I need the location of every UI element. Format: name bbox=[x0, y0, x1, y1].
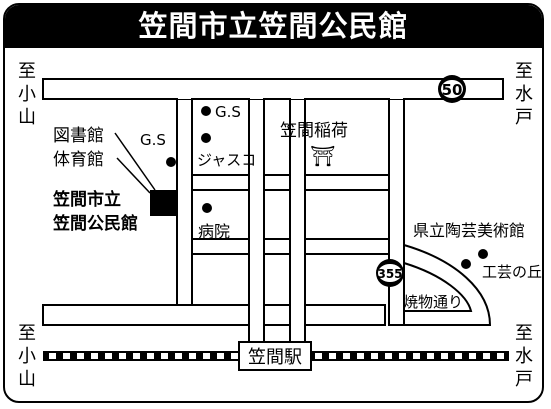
library-label: 図書館 bbox=[53, 126, 104, 146]
dir-bl-3: 山 bbox=[18, 369, 36, 390]
station-box bbox=[238, 341, 312, 371]
road-yakimono-inner bbox=[403, 261, 473, 312]
rail-tie bbox=[441, 353, 448, 359]
road-top bbox=[42, 78, 504, 100]
rail-tie bbox=[119, 353, 126, 359]
map-frame: 笠間市立笠間公民館 bbox=[3, 3, 544, 403]
street-label: 焼物通り bbox=[403, 293, 463, 311]
rail-tie bbox=[343, 353, 350, 359]
rail-tie bbox=[91, 353, 98, 359]
dir-tr-3: 戸 bbox=[515, 107, 533, 128]
rail-tie bbox=[231, 353, 238, 359]
rail-tie bbox=[161, 353, 168, 359]
dir-br-3: 戸 bbox=[515, 369, 533, 390]
road-vertical-4 bbox=[388, 98, 405, 326]
junction-fills bbox=[178, 80, 403, 324]
route-50-label: 50 bbox=[442, 81, 463, 99]
road-vertical-1 bbox=[176, 98, 193, 306]
rail-tie bbox=[105, 353, 112, 359]
dir-br-2: 水 bbox=[515, 346, 533, 367]
museum-label: 県立陶芸美術館 bbox=[413, 221, 525, 240]
rail-tie bbox=[483, 353, 490, 359]
rail-tie bbox=[189, 353, 196, 359]
rail-tie bbox=[399, 353, 406, 359]
route-50-shield: 50 bbox=[438, 75, 466, 103]
shrine-symbol: ⛩ bbox=[310, 144, 335, 168]
gs-left-dot bbox=[166, 157, 176, 167]
museum-dot bbox=[478, 249, 488, 259]
craft-hill-dot bbox=[461, 259, 471, 269]
gs-left-label: G.S bbox=[140, 131, 166, 149]
rail-tie bbox=[329, 353, 336, 359]
jasco-dot bbox=[201, 133, 211, 143]
rail-tie bbox=[77, 353, 84, 359]
map-title: 笠間市立笠間公民館 bbox=[5, 5, 542, 48]
rail-tie bbox=[385, 353, 392, 359]
hospital-dot bbox=[202, 203, 212, 213]
rail-tie bbox=[63, 353, 70, 359]
hospital-label: 病院 bbox=[198, 222, 230, 241]
rail-tie bbox=[413, 353, 420, 359]
library-leader-line bbox=[114, 132, 156, 191]
rail-tie bbox=[455, 353, 462, 359]
rail-tie bbox=[133, 353, 140, 359]
route-355-shield: 355 bbox=[376, 259, 404, 287]
route-355-label: 355 bbox=[377, 267, 402, 281]
road-middle-upper bbox=[176, 174, 391, 191]
gs-right-dot bbox=[201, 106, 211, 116]
rail-tie bbox=[315, 353, 322, 359]
shrine-label: 笠間稲荷 bbox=[280, 121, 348, 141]
rail-tie bbox=[357, 353, 364, 359]
road-bottom bbox=[42, 304, 386, 326]
rail-tie bbox=[175, 353, 182, 359]
dir-tr-1: 至 bbox=[515, 61, 533, 82]
dir-bl-2: 小 bbox=[18, 346, 36, 367]
kominkan-label-1: 笠間市立 bbox=[53, 189, 121, 210]
map-canvas: 笠間駅 50 355 至 小 山 至 水 戸 至 小 山 至 bbox=[18, 61, 542, 390]
craft-hill-label: 工芸の丘 bbox=[482, 263, 542, 281]
dir-tl-3: 山 bbox=[18, 107, 36, 128]
rail-tie bbox=[427, 353, 434, 359]
direction-top-right: 至 水 戸 bbox=[515, 61, 533, 128]
rail-tie bbox=[217, 353, 224, 359]
kominkan-label-2: 笠間公民館 bbox=[53, 213, 138, 234]
station-label: 笠間駅 bbox=[248, 347, 302, 368]
rail-tie bbox=[371, 353, 378, 359]
dir-tl-2: 小 bbox=[18, 84, 36, 105]
gym-leader-line bbox=[116, 157, 151, 194]
gs-right-label: G.S bbox=[215, 103, 241, 121]
gym-label: 体育館 bbox=[53, 150, 104, 170]
dir-tl-1: 至 bbox=[18, 61, 36, 82]
road-middle-lower bbox=[176, 238, 391, 255]
rail-tie bbox=[49, 353, 56, 359]
rail-tie bbox=[469, 353, 476, 359]
direction-bottom-right: 至 水 戸 bbox=[515, 323, 533, 390]
dir-tr-2: 水 bbox=[515, 84, 533, 105]
kominkan-marker bbox=[150, 190, 176, 216]
dir-br-1: 至 bbox=[515, 323, 533, 344]
direction-top-left: 至 小 山 bbox=[18, 61, 36, 128]
jasco-label: ジャスコ bbox=[197, 151, 256, 169]
direction-bottom-left: 至 小 山 bbox=[18, 323, 36, 390]
dir-bl-1: 至 bbox=[18, 323, 36, 344]
rail-tie bbox=[497, 353, 504, 359]
rail-tie bbox=[203, 353, 210, 359]
rail-tie bbox=[147, 353, 154, 359]
